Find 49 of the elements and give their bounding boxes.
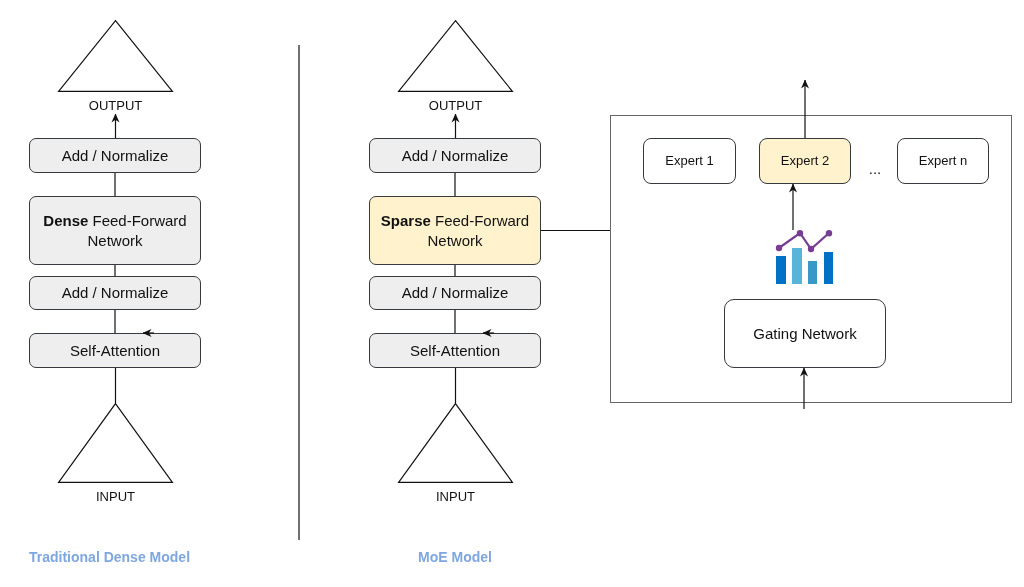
box-label: Gating Network	[753, 323, 857, 344]
box-label: Self-Attention	[409, 340, 501, 361]
connector-line	[454, 367, 457, 404]
expert-box	[643, 138, 736, 184]
box-label: Self-Attention	[69, 340, 161, 361]
arrow	[111, 113, 120, 139]
triangle-label: INPUT	[436, 489, 475, 505]
container-frame	[610, 115, 1012, 403]
box-label: Add / Normalize	[401, 145, 509, 166]
connector-line	[114, 309, 116, 334]
connector-line	[114, 264, 116, 277]
arrow	[482, 328, 495, 338]
connector-line	[454, 309, 456, 334]
box-label: Sparse Feed-Forward Network	[379, 210, 531, 251]
triangle-label: INPUT	[96, 489, 135, 505]
arrow	[142, 328, 155, 338]
model-caption: MoE Model	[417, 548, 493, 566]
connector-line	[114, 367, 117, 404]
gating-box	[724, 299, 886, 368]
triangle-label: OUTPUT	[428, 98, 483, 114]
box-label: Add / Normalize	[61, 283, 169, 303]
arrow	[799, 367, 809, 410]
expert-box	[759, 138, 851, 184]
layer-box	[369, 138, 541, 173]
layer-box	[29, 138, 201, 173]
box-label: Expert 1	[665, 152, 714, 170]
layer-box	[369, 333, 541, 368]
triangle-label: OUTPUT	[88, 98, 143, 114]
box-label: Add / Normalize	[401, 283, 509, 303]
model-caption: Traditional Dense Model	[29, 548, 192, 566]
box-label: Dense Feed-Forward Network	[42, 210, 188, 251]
arrow	[788, 183, 798, 231]
bar-chart-icon	[775, 230, 834, 285]
arrow	[800, 79, 810, 139]
arrow	[451, 113, 460, 139]
layer-box	[29, 276, 201, 310]
layer-box	[29, 333, 201, 368]
connector-line	[454, 172, 456, 197]
box-label: Add / Normalize	[61, 145, 169, 166]
expert-box	[897, 138, 989, 184]
ellipsis-text: ...	[867, 160, 883, 178]
layer-box	[369, 276, 541, 310]
box-label: Expert n	[918, 152, 968, 170]
connector-line	[454, 264, 456, 277]
connector-line	[114, 172, 116, 197]
box-label: Expert 2	[780, 152, 830, 170]
connector-line	[540, 229, 611, 232]
layer-box	[29, 196, 201, 265]
layer-box	[369, 196, 541, 265]
